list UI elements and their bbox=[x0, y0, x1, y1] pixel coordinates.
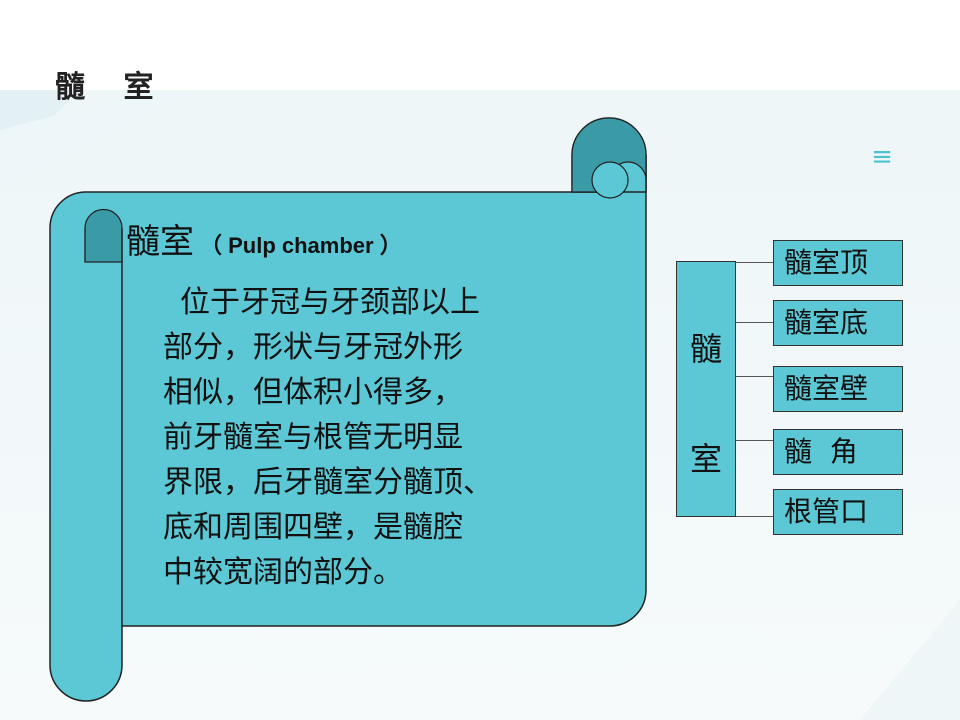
menu-icon[interactable]: ≡ bbox=[871, 142, 893, 172]
heading-cn: 髓室 bbox=[126, 222, 194, 262]
leaf-pulp-roof: 髓室顶 bbox=[773, 240, 903, 286]
slide-title: 髓 室 bbox=[55, 70, 168, 105]
leaf-pulp-horn: 髓 角 bbox=[773, 429, 903, 475]
scroll-body-text: 位于牙冠与牙颈部以上 部分，形状与牙冠外形 相似，但体积小得多， 前牙髓室与根管… bbox=[163, 280, 583, 595]
leaf-pulp-wall: 髓室壁 bbox=[773, 366, 903, 412]
heading-en: （ Pulp chamber ） bbox=[200, 233, 402, 258]
connector-5 bbox=[736, 516, 773, 517]
connector-1 bbox=[736, 262, 773, 263]
tree-root-box: 髓 室 bbox=[676, 261, 736, 517]
connector-3 bbox=[736, 376, 773, 377]
body-line-6: 底和周围四壁，是髓腔 bbox=[163, 510, 463, 545]
leaf-root-canal-orifice: 根管口 bbox=[773, 489, 903, 535]
body-line-2: 部分，形状与牙冠外形 bbox=[163, 330, 463, 365]
tree-root-top: 髓 bbox=[689, 330, 722, 368]
leaf-pulp-floor: 髓室底 bbox=[773, 300, 903, 346]
body-line-1: 位于牙冠与牙颈部以上 bbox=[180, 285, 480, 320]
body-line-4: 前牙髓室与根管无明显 bbox=[163, 420, 463, 455]
body-line-7: 中较宽阔的部分。 bbox=[163, 555, 403, 590]
connector-2 bbox=[736, 322, 773, 323]
body-line-3: 相似，但体积小得多， bbox=[163, 375, 463, 410]
body-line-5: 界限，后牙髓室分髓顶、 bbox=[163, 465, 493, 500]
tree-root-bottom: 室 bbox=[689, 440, 722, 478]
scroll-heading: 髓室（ Pulp chamber ） bbox=[126, 214, 402, 263]
connector-4 bbox=[736, 440, 773, 441]
